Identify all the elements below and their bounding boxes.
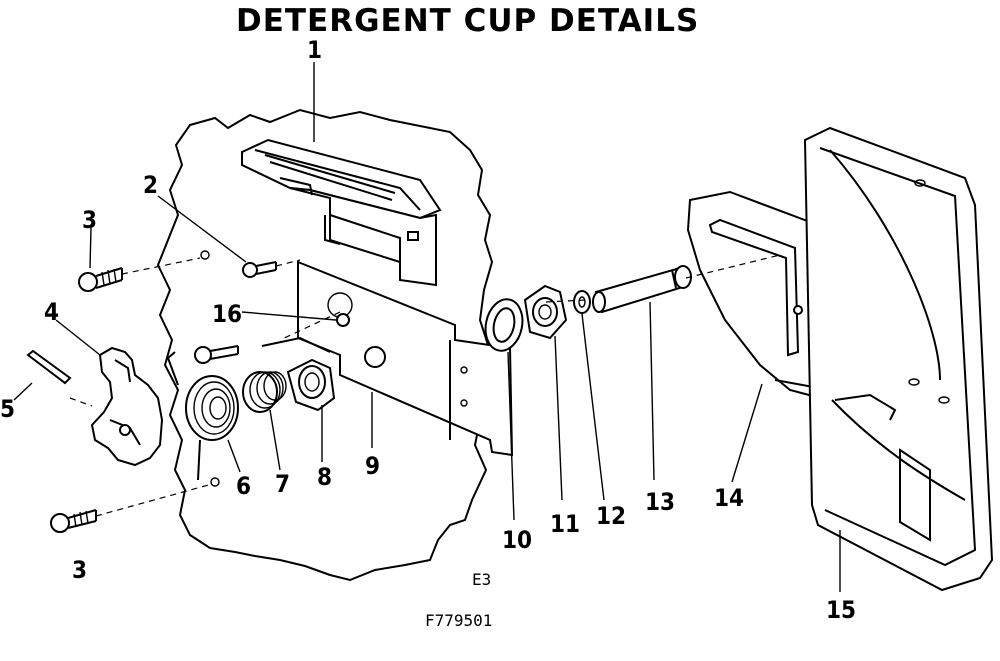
pivot-pin <box>26 349 72 385</box>
door-panel <box>156 108 494 582</box>
callout-1: 1 <box>307 36 322 64</box>
screw-lower <box>50 509 97 533</box>
leader-lines <box>13 62 841 592</box>
latch-lever <box>90 346 164 467</box>
callout-7: 7 <box>275 470 290 498</box>
diagram-title: DETERGENT CUP DETAILS <box>236 3 699 39</box>
callout-11: 11 <box>550 510 580 538</box>
mounting-plate <box>297 260 514 457</box>
callout-15: 15 <box>826 596 856 624</box>
callout-3-upper: 3 <box>82 206 97 234</box>
hub <box>523 284 568 340</box>
assembly-lines <box>69 254 781 517</box>
callout-16: 16 <box>212 300 242 328</box>
callout-2: 2 <box>143 171 158 199</box>
detergent-cup-housing <box>241 138 442 287</box>
bushing <box>261 336 336 412</box>
callout-5: 5 <box>0 395 15 423</box>
callout-6: 6 <box>236 472 251 500</box>
washer <box>573 290 591 314</box>
figure-code: F779501 <box>425 611 492 630</box>
screw-small <box>242 261 277 278</box>
cover-lid <box>686 190 834 402</box>
gasket-ring <box>484 298 524 352</box>
callout-4: 4 <box>44 298 59 326</box>
callout-12: 12 <box>596 502 626 530</box>
callout-8: 8 <box>317 463 332 491</box>
pivot-screw <box>194 313 350 364</box>
section-code: E3 <box>472 570 491 589</box>
callout-10: 10 <box>502 526 532 554</box>
callout-13: 13 <box>645 488 675 516</box>
torsion-spring <box>166 351 239 481</box>
callouts: 1 2 3 3 4 5 16 6 7 8 9 10 11 12 13 14 15 <box>0 36 856 624</box>
door-frame <box>803 126 994 592</box>
shaft <box>592 265 692 314</box>
compression-spring <box>242 371 287 413</box>
callout-3-lower: 3 <box>72 556 87 584</box>
screw-upper <box>78 267 123 292</box>
callout-14: 14 <box>714 484 744 512</box>
callout-9: 9 <box>365 452 380 480</box>
